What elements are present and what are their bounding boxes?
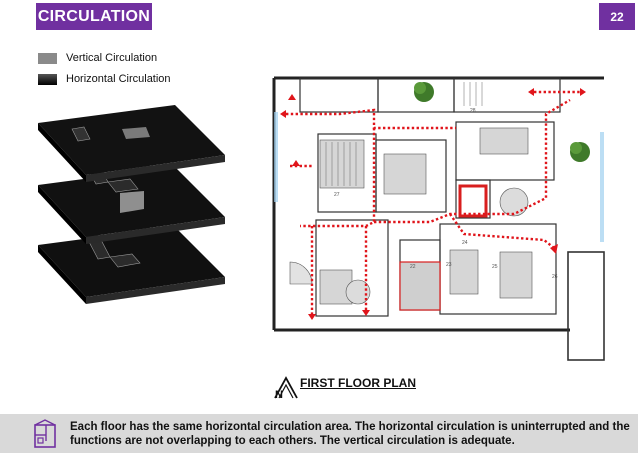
legend-item-vertical: Vertical Circulation	[38, 52, 157, 64]
legend-label: Horizontal Circulation	[66, 73, 171, 85]
legend-label: Vertical Circulation	[66, 52, 158, 64]
footer-bar: Each floor has the same horizontal circu…	[0, 414, 638, 453]
north-label: N	[275, 389, 283, 400]
room-number: 24	[462, 240, 468, 246]
room-number: 28	[470, 108, 476, 114]
footer-description: Each floor has the same horizontal circu…	[70, 420, 630, 447]
vertical-swatch	[38, 52, 57, 64]
plan-title: FIRST FLOOR PLAN	[300, 376, 416, 390]
first-floor-plan: 22 23 24 25 26 27 28	[270, 72, 608, 365]
room-number: 26	[552, 274, 558, 280]
page-number: 22	[599, 3, 635, 30]
room-number: 23	[446, 262, 452, 268]
horizontal-swatch	[38, 73, 57, 85]
circulation-isometric-diagram	[38, 105, 225, 304]
room-number: 22	[410, 264, 416, 270]
floor-plan-icon	[34, 418, 56, 448]
north-arrow-icon: N	[274, 376, 298, 400]
legend-item-horizontal: Horizontal Circulation	[38, 73, 171, 85]
room-number: 25	[492, 264, 498, 270]
room-number: 27	[334, 192, 340, 198]
page-title: CIRCULATION	[36, 3, 152, 30]
